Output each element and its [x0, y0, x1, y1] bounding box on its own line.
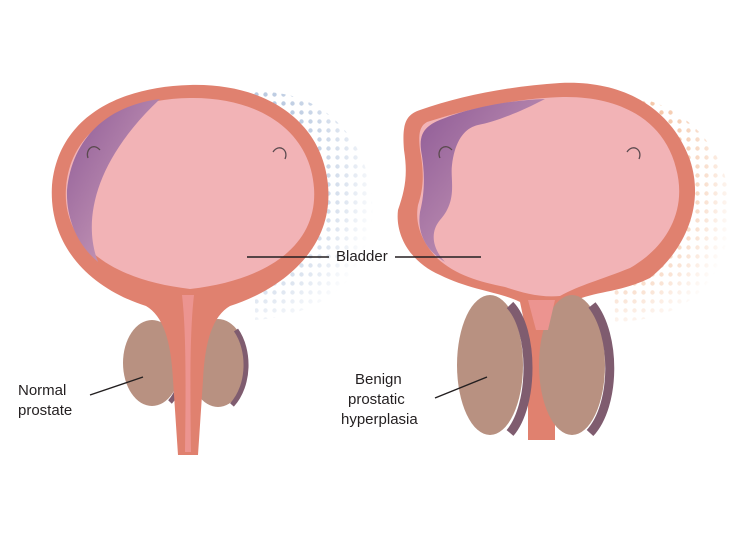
urethra-compressed	[528, 300, 555, 330]
ureter-opening-icon	[626, 147, 641, 160]
bladder-lumen	[65, 97, 315, 290]
normal-prostate-label-line1: Normal	[18, 382, 67, 399]
left-prostate-lobe	[123, 320, 181, 406]
ureter-opening-icon	[438, 146, 453, 159]
left-enlarged-lobe	[457, 295, 523, 435]
bph-label-line1: Benign	[355, 371, 402, 388]
bph-label: Benign prostatic hyperplasia	[341, 370, 425, 430]
normal-prostate-leader	[89, 376, 144, 396]
ureter-opening-icon	[86, 146, 101, 159]
bph-label-line3: hyperplasia	[341, 411, 418, 428]
bph-label-line2: prostatic	[348, 391, 405, 408]
right-enlarged-lobe	[539, 295, 605, 435]
ureter-opening-icon	[272, 147, 287, 160]
normal-prostate-label-line2: prostate	[18, 402, 73, 419]
normal-prostate-label: Normal prostate	[18, 381, 72, 421]
bph-leader	[434, 376, 488, 399]
normal-prostate-illustration	[51, 84, 329, 456]
bph-illustration	[397, 82, 696, 441]
urethra	[182, 295, 194, 452]
bladder-lumen-enlarged	[417, 96, 680, 297]
bladder-label: Bladder	[336, 248, 388, 265]
